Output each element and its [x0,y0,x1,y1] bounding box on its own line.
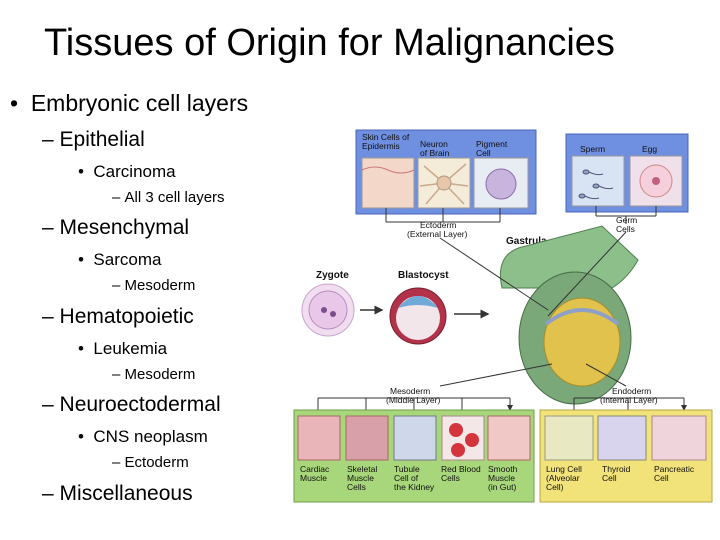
bullet-marker: • [78,427,84,446]
skin-wave [361,166,415,174]
dash-marker: – [42,128,54,151]
label-sperm: Sperm [580,144,605,154]
kidney-tubule-image [393,415,437,461]
item-text: CNS neoplasm [93,427,208,446]
item-text: Epithelial [59,128,145,151]
label-ectoderm: Ectoderm(External Layer) [407,220,468,239]
item-sarcoma-origin: – Mesoderm [112,277,195,294]
ectoderm-connector [385,208,501,223]
gastrula-ectoderm-flap [500,225,639,289]
item-text: Neuroectodermal [59,393,221,416]
germ-connector [595,206,657,224]
arrow-endoderm [585,363,627,387]
smooth-muscle-image [487,415,531,461]
item-mesenchymal: – Mesenchymal [42,216,189,240]
item-epithelial: – Epithelial [42,128,145,152]
arrow-ectoderm [439,237,549,311]
bullet-text: Embryonic cell layers [30,90,249,116]
pigment-cell-body [485,168,517,200]
skeletal-muscle-image [345,415,389,461]
arrow-germ-cells [547,231,627,317]
item-text: All 3 cell layers [124,189,225,206]
item-text: Mesoderm [124,277,196,294]
neuron-body [436,175,452,191]
germ-cells-panel: Sperm Egg [565,133,689,224]
mesoderm-connector [317,397,510,410]
bullet-marker: • [10,90,19,116]
item-leukemia: • Leukemia [78,339,167,359]
item-carcinoma-origin: – All 3 cell layers [112,189,225,206]
label-gastrula: Gastrula [506,236,547,247]
bullet-marker: • [78,162,84,181]
item-hematopoietic: – Hematopoietic [42,305,194,329]
item-carcinoma: • Carcinoma [78,162,176,182]
dash-marker: – [112,189,121,206]
dash-marker: – [112,366,121,383]
gastrula-endoderm [543,297,621,387]
item-cns-neoplasm: • CNS neoplasm [78,427,208,447]
bullet-marker: • [78,339,84,358]
label-egg: Egg [642,144,657,154]
item-sarcoma: • Sarcoma [78,250,161,270]
zygote-image [301,283,355,337]
endoderm-connector [573,397,684,410]
dash-marker: – [112,454,121,471]
label-endoderm: Endoderm(Internal Layer) [600,386,658,405]
dash-marker: – [42,305,54,328]
label-mesoderm: Mesoderm(Middle Layer) [386,386,440,405]
item-neuroectodermal: – Neuroectodermal [42,393,221,417]
lung-cell-image [544,415,594,461]
layer-arrows [439,231,627,387]
item-text: Carcinoma [93,162,176,181]
item-text: Ectoderm [124,454,189,471]
label-zygote: Zygote [316,270,349,281]
item-text: Hematopoietic [59,305,194,328]
thyroid-cell-image [597,415,647,461]
sperm-shapes [578,169,614,200]
item-miscellaneous: – Miscellaneous [42,482,193,506]
item-cns-origin: – Ectoderm [112,454,189,471]
item-text: Leukemia [93,339,168,358]
label-blastocyst: Blastocyst [398,270,449,281]
slide-title: Tissues of Origin for Malignancies [44,22,615,64]
dash-marker: – [42,393,54,416]
item-text: Miscellaneous [59,482,193,505]
arrow-mesoderm [439,363,553,387]
dash-marker: – [42,216,54,239]
egg-nucleus [652,177,660,185]
item-leukemia-origin: – Mesoderm [112,366,195,383]
gastrula-mesoderm [544,308,620,326]
skin-cell-image [361,157,415,209]
bullet-embryonic-layers: • Embryonic cell layers [10,90,248,117]
dash-marker: – [42,482,54,505]
bullet-marker: • [78,250,84,269]
blastocyst-image [389,287,447,345]
dash-marker: – [112,277,121,294]
item-text: Mesoderm [124,366,196,383]
pancreatic-cell-image [651,415,707,461]
item-text: Sarcoma [93,250,162,269]
gastrula-image [500,225,639,405]
item-text: Mesenchymal [59,216,190,239]
cardiac-muscle-image [297,415,341,461]
